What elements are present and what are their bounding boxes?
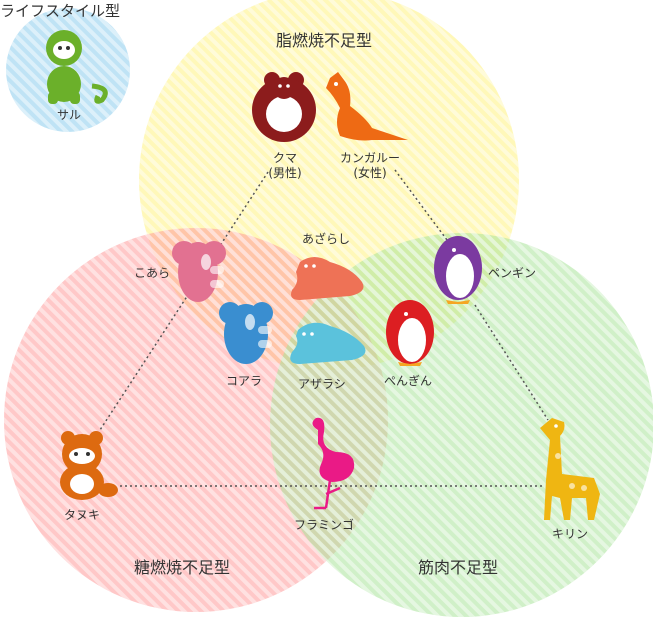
penguin-hira-label: ぺんぎん bbox=[384, 374, 433, 388]
kuma-icon bbox=[252, 72, 316, 142]
kirin-label: キリン bbox=[552, 527, 589, 541]
kuma-label-line1: クマ bbox=[272, 151, 297, 165]
kuma-label: クマ (男性) bbox=[255, 151, 315, 181]
kangaroo-label-line1: カンガルー bbox=[339, 151, 400, 165]
line-kuma-tanuki bbox=[99, 171, 269, 431]
penguin-kata-icon bbox=[434, 236, 482, 304]
top-circle-label: 脂燃焼不足型 bbox=[276, 31, 373, 50]
corner-title: ライフスタイル型 bbox=[0, 2, 121, 20]
kirin-icon bbox=[540, 418, 600, 520]
tanuki-label: タヌキ bbox=[64, 508, 101, 522]
flamingo-icon bbox=[312, 417, 355, 510]
azarashi-hira-label: あざらし bbox=[302, 232, 351, 246]
dotted-connectors bbox=[99, 169, 549, 487]
kangaroo-label: カンガルー (女性) bbox=[330, 151, 410, 181]
azarashi-kata-label: アザラシ bbox=[298, 377, 346, 391]
circle-left-sugar bbox=[4, 228, 388, 612]
koara-hira-icon bbox=[172, 241, 226, 302]
koara-kata-icon bbox=[219, 302, 273, 364]
azarashi-hira-icon bbox=[291, 257, 364, 300]
right-circle-label: 筋肉不足型 bbox=[418, 558, 499, 577]
koara-hira-label: こあら bbox=[134, 266, 171, 280]
saru-label: サル bbox=[56, 108, 81, 122]
azarashi-kata-icon bbox=[290, 322, 366, 364]
flamingo-label: フラミンゴ bbox=[294, 518, 355, 532]
circle-right-muscle bbox=[270, 233, 653, 617]
penguin-kata-label: ペンギン bbox=[488, 266, 537, 280]
kangaroo-label-line2: (女性) bbox=[353, 166, 387, 180]
saru-icon bbox=[46, 30, 108, 104]
koara-kata-label: コアラ bbox=[226, 374, 263, 388]
tanuki-icon bbox=[60, 431, 118, 500]
penguin-hira-icon bbox=[386, 300, 434, 366]
left-circle-label: 糖燃焼不足型 bbox=[134, 558, 231, 577]
kangaroo-icon bbox=[326, 72, 408, 141]
kuma-label-line2: (男性) bbox=[268, 166, 302, 180]
